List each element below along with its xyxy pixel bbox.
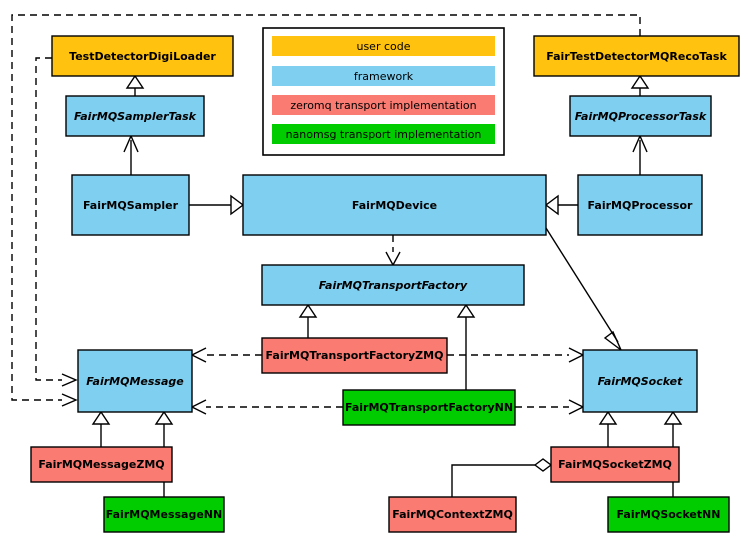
node-fairtestdetectormqrecotask[interactable]: FairTestDetectorMQRecoTask xyxy=(533,35,740,77)
node-label: FairMQMessageZMQ xyxy=(38,458,164,471)
node-fairmqsocketzmq[interactable]: FairMQSocketZMQ xyxy=(550,446,680,483)
edge-factorynn-to-socket xyxy=(515,399,585,415)
node-fairmqtransportfactorynn[interactable]: FairMQTransportFactoryNN xyxy=(342,389,516,426)
node-box[interactable] xyxy=(65,95,205,137)
node-testdetectordigiloader[interactable]: TestDetectorDigiLoader xyxy=(51,35,234,77)
node-label: FairMQSocketNN xyxy=(617,508,721,521)
legend-item-nanomsg: nanomsg transport implementation xyxy=(272,124,495,144)
node-box[interactable] xyxy=(550,446,680,483)
edge-messagezmq-to-message xyxy=(91,410,111,447)
node-box[interactable] xyxy=(71,174,190,236)
node-label: FairMQProcessor xyxy=(588,199,693,212)
node-label: FairMQSocketZMQ xyxy=(558,458,672,471)
edge-contextzmq-to-socketzmq xyxy=(451,458,553,497)
node-fairmqsocket[interactable]: FairMQSocket xyxy=(582,349,698,413)
node-box[interactable] xyxy=(607,496,730,533)
legend-item-label: nanomsg transport implementation xyxy=(286,128,482,141)
node-label: FairMQTransportFactoryZMQ xyxy=(266,349,444,362)
legend-item-label: user code xyxy=(356,40,410,53)
node-box[interactable] xyxy=(577,174,703,236)
node-label: FairMQProcessorTask xyxy=(575,110,707,123)
node-fairmqtransportfactoryzmq[interactable]: FairMQTransportFactoryZMQ xyxy=(261,337,448,374)
node-label: FairMQMessageNN xyxy=(106,508,222,521)
node-label: FairTestDetectorMQRecoTask xyxy=(546,50,727,63)
node-box[interactable] xyxy=(51,35,234,77)
edge-device-to-socket xyxy=(545,227,623,353)
legend-item-label: zeromq transport implementation xyxy=(290,99,476,112)
node-box[interactable] xyxy=(242,174,547,236)
node-fairmqmessagenn[interactable]: FairMQMessageNN xyxy=(103,496,225,533)
edge-processortask-to-recotask xyxy=(630,74,650,96)
edge-recotask-to-message xyxy=(11,14,641,407)
node-box[interactable] xyxy=(261,264,525,306)
edge-samplertask-to-digiloader xyxy=(125,74,145,96)
legend-item-user-code: user code xyxy=(272,36,495,56)
edge-factorynn-to-factory xyxy=(456,303,476,390)
node-box[interactable] xyxy=(582,349,698,413)
node-fairmqsocketnn[interactable]: FairMQSocketNN xyxy=(607,496,730,533)
legend-item-framework: framework xyxy=(272,66,495,86)
edge-sampler-to-device xyxy=(189,194,245,216)
node-label: FairMQSamplerTask xyxy=(74,110,197,123)
node-box[interactable] xyxy=(342,389,516,426)
legend-swatch xyxy=(272,36,495,56)
legend-swatch xyxy=(272,66,495,86)
edge-processor-to-processortask xyxy=(632,134,648,175)
node-label: FairMQSocket xyxy=(598,375,684,388)
edge-processor-to-device xyxy=(544,194,578,216)
node-fairmqsampler[interactable]: FairMQSampler xyxy=(71,174,190,236)
node-fairmqtransportfactory[interactable]: FairMQTransportFactory xyxy=(261,264,525,306)
edge-socketzmq-to-socket xyxy=(598,410,618,447)
node-fairmqmessagezmq[interactable]: FairMQMessageZMQ xyxy=(30,446,173,483)
node-label: FairMQMessage xyxy=(86,375,184,388)
node-fairmqprocessortask[interactable]: FairMQProcessorTask xyxy=(569,95,712,137)
node-fairmqprocessor[interactable]: FairMQProcessor xyxy=(577,174,703,236)
edge-digiloader-to-message xyxy=(35,57,78,387)
node-box[interactable] xyxy=(261,337,448,374)
edge-factoryzmq-to-socket xyxy=(447,347,585,363)
edge-factoryzmq-to-factory xyxy=(298,303,318,338)
edge-sampler-to-samplertask xyxy=(123,134,139,175)
legend: user code framework zeromq transport imp… xyxy=(262,27,505,156)
edge-device-to-transportfactory xyxy=(385,235,401,267)
node-label: TestDetectorDigiLoader xyxy=(69,50,216,63)
node-label: FairMQTransportFactoryNN xyxy=(345,401,513,414)
node-box[interactable] xyxy=(533,35,740,77)
node-fairmqcontextzmq[interactable]: FairMQContextZMQ xyxy=(388,496,517,533)
node-box[interactable] xyxy=(30,446,173,483)
edge-factoryzmq-to-message xyxy=(190,347,262,363)
node-fairmqsamplertask[interactable]: FairMQSamplerTask xyxy=(65,95,205,137)
legend-item-zeromq: zeromq transport implementation xyxy=(272,95,495,115)
nodes-layer: TestDetectorDigiLoader FairTestDetectorM… xyxy=(30,35,740,533)
edge-factorynn-to-message xyxy=(190,399,343,415)
legend-swatch xyxy=(272,124,495,144)
node-label: FairMQSampler xyxy=(83,199,179,212)
node-box[interactable] xyxy=(77,349,193,413)
node-box[interactable] xyxy=(388,496,517,533)
node-label: FairMQDevice xyxy=(352,199,437,212)
node-box[interactable] xyxy=(569,95,712,137)
node-fairmqdevice[interactable]: FairMQDevice xyxy=(242,174,547,236)
legend-swatch xyxy=(272,95,495,115)
node-fairmqmessage[interactable]: FairMQMessage xyxy=(77,349,193,413)
node-label: FairMQContextZMQ xyxy=(392,508,513,521)
node-label: FairMQTransportFactory xyxy=(319,279,468,292)
node-box[interactable] xyxy=(103,496,225,533)
legend-item-label: framework xyxy=(354,70,414,83)
